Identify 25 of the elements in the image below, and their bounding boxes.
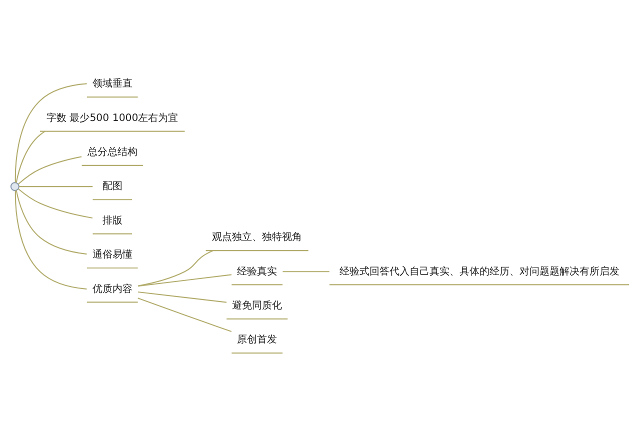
node-circle [10,182,20,191]
connector [16,130,46,182]
connector [138,274,232,286]
connector [138,290,227,302]
node-text: 避免同质化 [232,300,282,312]
connector [138,297,232,332]
connector [282,270,330,272]
connector [18,156,82,184]
node-text: 总分总结构 [87,146,138,158]
connector [19,186,93,187]
node-text: 观点独立、独特视角 [212,232,302,243]
node-text: 优质内容 [92,283,132,294]
connector [18,188,93,218]
connector [14,82,87,182]
node-text: 字数 最少500 1000左右为宜 [46,112,178,124]
node-text: 配图 [102,180,122,192]
connector [138,250,214,286]
node-text: 经验式回答代入自己真实、具体的经历、对问题题解决有所启发 [339,266,620,277]
node-text: 经验真实 [237,266,278,277]
connector [14,190,87,290]
node-text: 领域垂直 [92,78,132,90]
node-text: 排版 [102,214,122,226]
connector [16,190,87,254]
node-text: 原创首发 [237,334,278,346]
node-text: 通俗易懂 [92,249,132,260]
